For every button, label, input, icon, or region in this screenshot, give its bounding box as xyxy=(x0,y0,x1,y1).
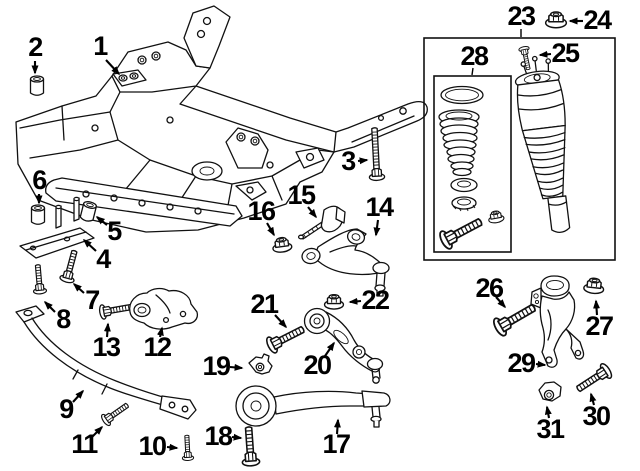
part-stabilizer-bar-9 xyxy=(15,305,197,420)
part-nut-22 xyxy=(323,293,345,310)
part-clamp-31 xyxy=(538,381,562,402)
part-nut-27 xyxy=(582,276,606,296)
part-lower-arm-17 xyxy=(235,385,391,428)
part-bushing-2 xyxy=(29,75,45,96)
part-nut-24 xyxy=(544,11,568,29)
part-bolt-11 xyxy=(99,399,132,428)
part-knuckle-29 xyxy=(530,275,585,368)
part-clamp-19 xyxy=(248,353,273,375)
part-bushing-6 xyxy=(30,204,46,225)
part-bolt-13 xyxy=(97,299,134,321)
part-bolt-21 xyxy=(263,320,308,356)
part-curved-arm-20 xyxy=(303,307,384,384)
part-boot-kit-28 xyxy=(436,85,506,252)
boot-kit-box xyxy=(433,75,512,253)
part-nut-16 xyxy=(270,235,294,254)
part-bracket-4 xyxy=(19,196,95,259)
part-bolt-30 xyxy=(572,361,615,398)
part-upper-control-arm-14 xyxy=(301,228,390,297)
part-subframe xyxy=(15,5,428,233)
part-bolt-10 xyxy=(180,434,195,462)
part-bolt-8 xyxy=(30,263,48,296)
strut-assembly-box xyxy=(423,37,616,261)
part-cam-bolt-15 xyxy=(297,205,346,240)
part-bracket-12 xyxy=(129,287,199,330)
part-bolt-7 xyxy=(58,248,83,285)
part-bolt-25 xyxy=(517,45,534,72)
part-air-strut-23 xyxy=(514,55,571,233)
part-bolt-18 xyxy=(239,425,261,468)
